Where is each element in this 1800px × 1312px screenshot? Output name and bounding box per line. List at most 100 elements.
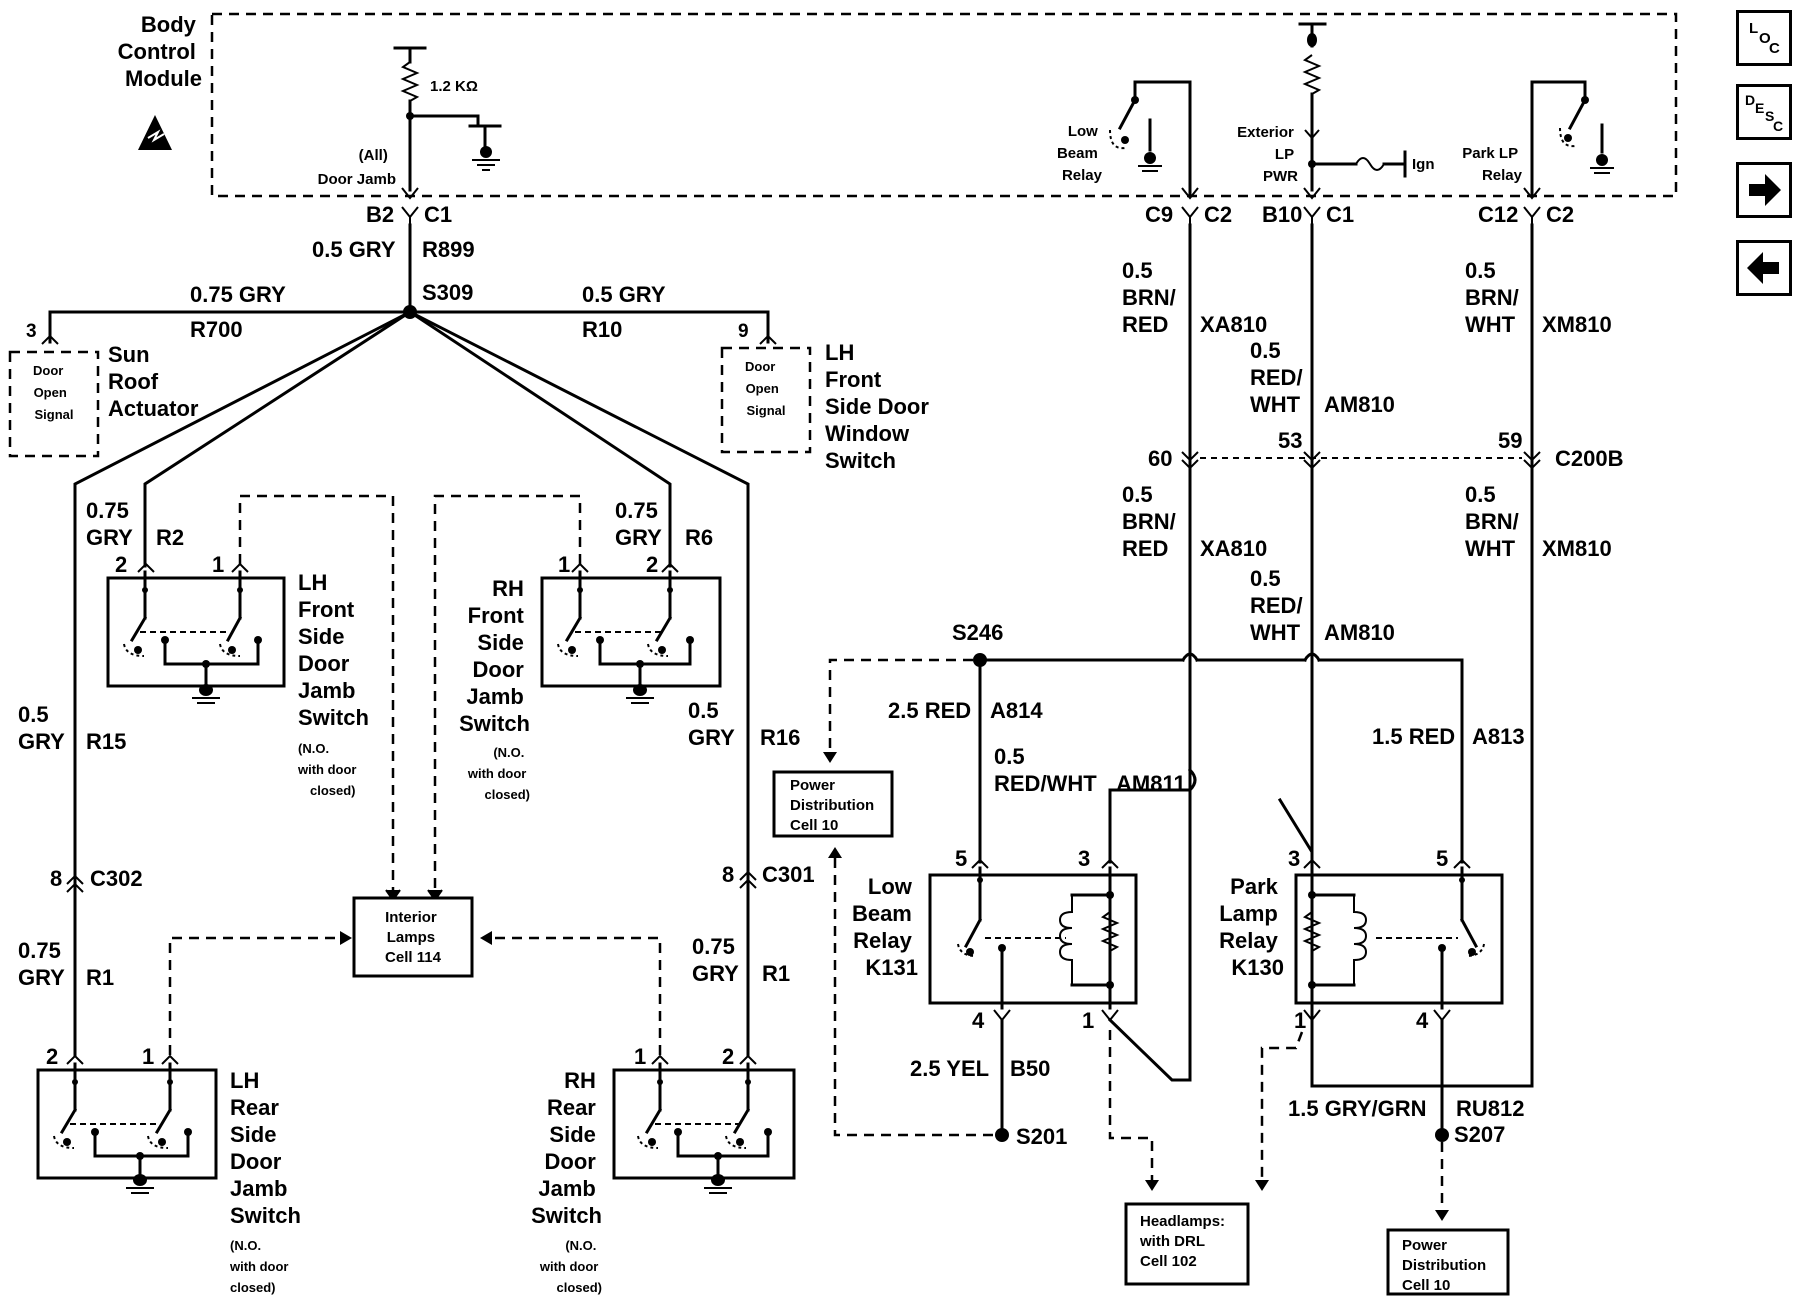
low-beam-relay-driver — [1109, 80, 1192, 197]
svg-text:5: 5 — [1436, 846, 1448, 871]
wire-b50-id: B50 — [1010, 1056, 1050, 1081]
svg-text:O: O — [1759, 30, 1771, 47]
lh-window-door-open-signal: Door Open Signal — [745, 359, 785, 418]
wire-r2-gauge: 0.75 GRY — [86, 498, 135, 550]
lh-rear-jamb-switch — [36, 1054, 218, 1194]
svg-text:C9: C9 — [1145, 202, 1173, 227]
wire-r899-id: R899 — [422, 237, 475, 262]
svg-text:2: 2 — [46, 1044, 58, 1069]
rh-front-jamb-switch-note: (N.O. with door closed) — [467, 745, 530, 802]
lh-rear-jamb-switch-note: (N.O. with door closed) — [229, 1238, 292, 1295]
wire-r16-id: R16 — [760, 725, 800, 750]
splice-s201-label: S201 — [1016, 1124, 1067, 1149]
sunroof-actuator-box — [8, 350, 100, 458]
ign-label: Ign — [1412, 156, 1435, 173]
rh-rear-jamb-switch-note: (N.O. with door closed) — [539, 1238, 602, 1295]
wire-r1-left-gauge: 0.75 GRY — [18, 938, 67, 990]
arrow-left-icon — [1747, 252, 1779, 284]
wire-am811 — [1108, 788, 1192, 864]
wire-a813-gauge: 1.5 RED — [1372, 724, 1455, 749]
wire-r1-right-id: R1 — [762, 961, 790, 986]
low-beam-relay-k131 — [928, 858, 1138, 1010]
door-jamb-input-label: (All) Door Jamb — [318, 147, 396, 188]
svg-text:C2: C2 — [1546, 202, 1574, 227]
wire-b50-gauge: 2.5 YEL — [910, 1056, 989, 1081]
svg-text:B2: B2 — [366, 202, 394, 227]
svg-text:53: 53 — [1278, 428, 1302, 453]
svg-text:3: 3 — [1288, 846, 1300, 871]
wire-r700-id: R700 — [190, 317, 243, 342]
svg-text:3: 3 — [1078, 846, 1090, 871]
interior-lamps-label: Interior Lamps Cell 114 — [385, 909, 442, 966]
svg-text:C12: C12 — [1478, 202, 1518, 227]
wire-am810-id-upper: AM810 — [1324, 392, 1395, 417]
wire-r10-id: R10 — [582, 317, 622, 342]
svg-text:5: 5 — [955, 846, 967, 871]
wire-r15-id: R15 — [86, 729, 126, 754]
s246-to-power-distribution — [828, 658, 973, 752]
park-lamp-relay-k130 — [1294, 858, 1504, 1010]
desc-icon: D E S C — [1745, 92, 1783, 134]
body-control-module-box — [210, 12, 1678, 198]
svg-text:4: 4 — [972, 1008, 985, 1033]
rh-rear-jamb-switch — [612, 1054, 796, 1194]
svg-text:E: E — [1755, 100, 1764, 116]
loc-icon: L O C — [1749, 20, 1780, 57]
wire-am810-gauge-lower: 0.5 RED/ WHT — [1250, 566, 1309, 645]
resistor-value: 1.2 KΩ — [430, 78, 478, 95]
svg-text:1: 1 — [1294, 1008, 1306, 1033]
sunroof-door-open-signal: Door Open Signal — [33, 363, 73, 422]
rh-front-jamb-switch-label: RH Front Side Door Jamb Switch — [459, 576, 530, 736]
wire-r15-gauge: 0.5 GRY — [18, 702, 65, 754]
headlamps-label: Headlamps: with DRL Cell 102 — [1139, 1213, 1229, 1270]
svg-text:C: C — [1773, 118, 1783, 134]
description-button[interactable]: D E S C — [1736, 84, 1792, 140]
splice-s246-label: S246 — [952, 620, 1003, 645]
svg-text:L: L — [1749, 20, 1758, 37]
previous-page-button[interactable] — [1736, 240, 1792, 296]
svg-text:1: 1 — [1082, 1008, 1094, 1033]
wire-a813-bus — [978, 658, 1464, 864]
rh-front-jamb-switch — [540, 562, 722, 704]
svg-text:8: 8 — [722, 862, 734, 887]
power-distribution-box-1 — [772, 770, 894, 838]
connector-c302: C302 — [90, 866, 143, 891]
wire-am811-gauge: 0.5 RED/WHT — [994, 744, 1097, 796]
wire-xa810-gauge-upper: 0.5 BRN/ RED — [1122, 258, 1182, 337]
wire-r899-gauge: 0.5 GRY — [312, 237, 396, 262]
location-button[interactable]: L O C — [1736, 10, 1792, 66]
svg-text:C2: C2 — [1204, 202, 1232, 227]
wire-xm810-id-upper: XM810 — [1542, 312, 1612, 337]
wire-xa810-id-upper: XA810 — [1200, 312, 1267, 337]
wire-r6 — [407, 309, 672, 568]
park-lamp-relay-k130-label: Park Lamp Relay K130 — [1219, 874, 1284, 980]
lh-rear-jamb-switch-label: LH Rear Side Door Jamb Switch — [230, 1068, 301, 1228]
wire-r700-gauge: 0.75 GRY — [190, 282, 286, 307]
interior-lamps-box — [352, 896, 474, 978]
svg-text:2: 2 — [722, 1044, 734, 1069]
svg-text:1: 1 — [558, 552, 570, 577]
svg-text:S: S — [1765, 108, 1774, 124]
wire-r1-left-id: R1 — [86, 965, 114, 990]
wire-ru812 — [1310, 1018, 1534, 1088]
svg-text:C1: C1 — [424, 202, 452, 227]
door-jamb-input-circuit — [393, 46, 502, 192]
lh-window-switch-label: LH Front Side Door Window Switch — [825, 340, 935, 473]
wire-r1-right-gauge: 0.75 GRY — [692, 934, 741, 986]
park-lp-relay-driver-label: Park LP Relay — [1462, 145, 1522, 184]
wire-r6-id: R6 — [685, 525, 713, 550]
lh-front-jamb-switch-label: LH Front Side Door Jamb Switch — [298, 570, 369, 730]
power-distribution-box-2 — [1386, 1228, 1510, 1296]
wire-r10-gauge: 0.5 GRY — [582, 282, 666, 307]
wire-am810-id-lower: AM810 — [1324, 620, 1395, 645]
next-page-button[interactable] — [1736, 162, 1792, 218]
bcm-connectors: B2 C1 C9 C2 B10 C1 C12 C2 — [366, 202, 1574, 227]
exterior-lp-pwr-circuit — [1298, 22, 1407, 192]
svg-text:1: 1 — [634, 1044, 646, 1069]
svg-text:D: D — [1745, 92, 1755, 108]
splice-s207 — [1435, 1128, 1449, 1142]
wire-a814-gauge: 2.5 RED — [888, 698, 971, 723]
connector-c301: C301 — [762, 862, 815, 887]
wire-xm810-gauge-upper: 0.5 BRN/ WHT — [1465, 258, 1525, 337]
wire-am811-id: AM811 — [1116, 771, 1186, 796]
